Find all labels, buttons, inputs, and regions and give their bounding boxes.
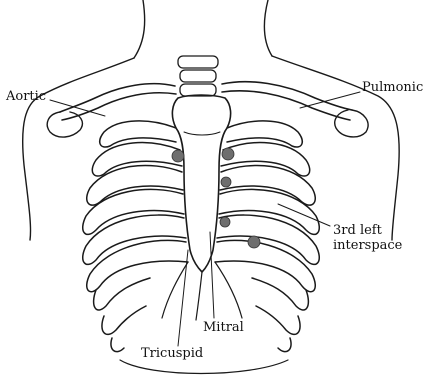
neck-outline: [134, 0, 272, 58]
abdomen-outline: [120, 360, 288, 374]
cervical-vertebrae: [178, 56, 218, 96]
third-left-interspace-label: 3rd left interspace: [333, 223, 402, 253]
leader-lines: [50, 92, 360, 346]
auscultation-point-icon: [220, 217, 230, 227]
right-clavicle: [222, 82, 352, 120]
costal-cartilages: [162, 262, 242, 320]
right-shoulder-joint: [335, 110, 368, 137]
aortic-label: Aortic: [6, 89, 46, 104]
mitral-label: Mitral: [203, 320, 244, 335]
auscultation-point-icon: [172, 150, 184, 162]
tricuspid-label: Tricuspid: [141, 346, 203, 361]
auscultation-point-icon: [221, 177, 231, 187]
torso-outline-left: [23, 58, 134, 240]
pulmonic-label: Pulmonic: [362, 80, 423, 95]
auscultation-point-icon: [222, 148, 234, 160]
sternal-angle: [184, 132, 220, 135]
third-left-label-line2: interspace: [333, 238, 402, 253]
third-left-label-line1: 3rd left: [333, 223, 402, 238]
auscultation-point-icon: [248, 236, 260, 248]
